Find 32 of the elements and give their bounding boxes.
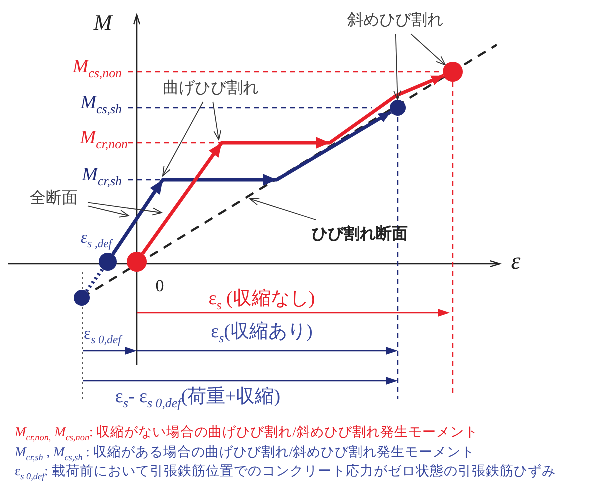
leader-line	[88, 206, 130, 218]
point-marker	[127, 252, 147, 272]
leader-line	[162, 102, 204, 176]
moment-label: M$_{cr,sh}$	[82, 166, 122, 188]
legend-note: M$_{cr,non,}$ M$_{cs,non}$: 収縮がない場合の曲げひび割れ/斜めひび割れ発生モーメント	[15, 426, 478, 442]
callout-label: 全断面	[22, 186, 86, 210]
strain-label: ε$_{s 0,def}$	[84, 324, 122, 348]
dotted-line	[85, 268, 104, 293]
moment-label: M$_{cr,non}$	[80, 128, 128, 152]
axis-label: ε	[511, 248, 521, 276]
strain-label: ε$_{s}$- ε$_{s 0,def}$(荷重+収縮)	[115, 388, 281, 410]
leader-line	[88, 202, 162, 216]
callout-label: 斜めひび割れ	[338, 8, 453, 32]
point-marker	[443, 62, 463, 82]
leader-line	[250, 198, 316, 220]
origin-label: 0	[156, 278, 164, 296]
point-marker	[390, 100, 406, 116]
legend-note: M$_{cr,sh}$ , M$_{cs,sh}$ : 収縮がある場合の曲げひび割れ/斜めひび割れ発生モーメント	[15, 446, 476, 462]
moment-label: M$_{cs,sh}$	[80, 94, 122, 116]
callout-label: ひび割れ断面	[290, 222, 430, 246]
strain-label: ε$_{s ,def}$	[80, 228, 112, 252]
leader-line	[394, 34, 402, 100]
callout-label: 曲げひび割れ	[150, 76, 272, 100]
point-marker	[99, 253, 117, 271]
strain-label: ε$_{s}$(収縮あり)	[211, 322, 313, 346]
point-marker	[74, 290, 90, 306]
moment-label: M$_{cs,non}$	[72, 58, 122, 80]
legend-note: ε$_{s 0,def}$: 載荷前において引張鉄筋位置でのコンクリート応力がゼロ状態の引張鉄筋ひずみ	[15, 464, 556, 482]
leader-line	[410, 34, 446, 66]
leader-line	[212, 102, 222, 140]
axis-label: M	[94, 10, 112, 36]
strain-label: ε$_{s}$ (収縮なし)	[208, 290, 316, 312]
